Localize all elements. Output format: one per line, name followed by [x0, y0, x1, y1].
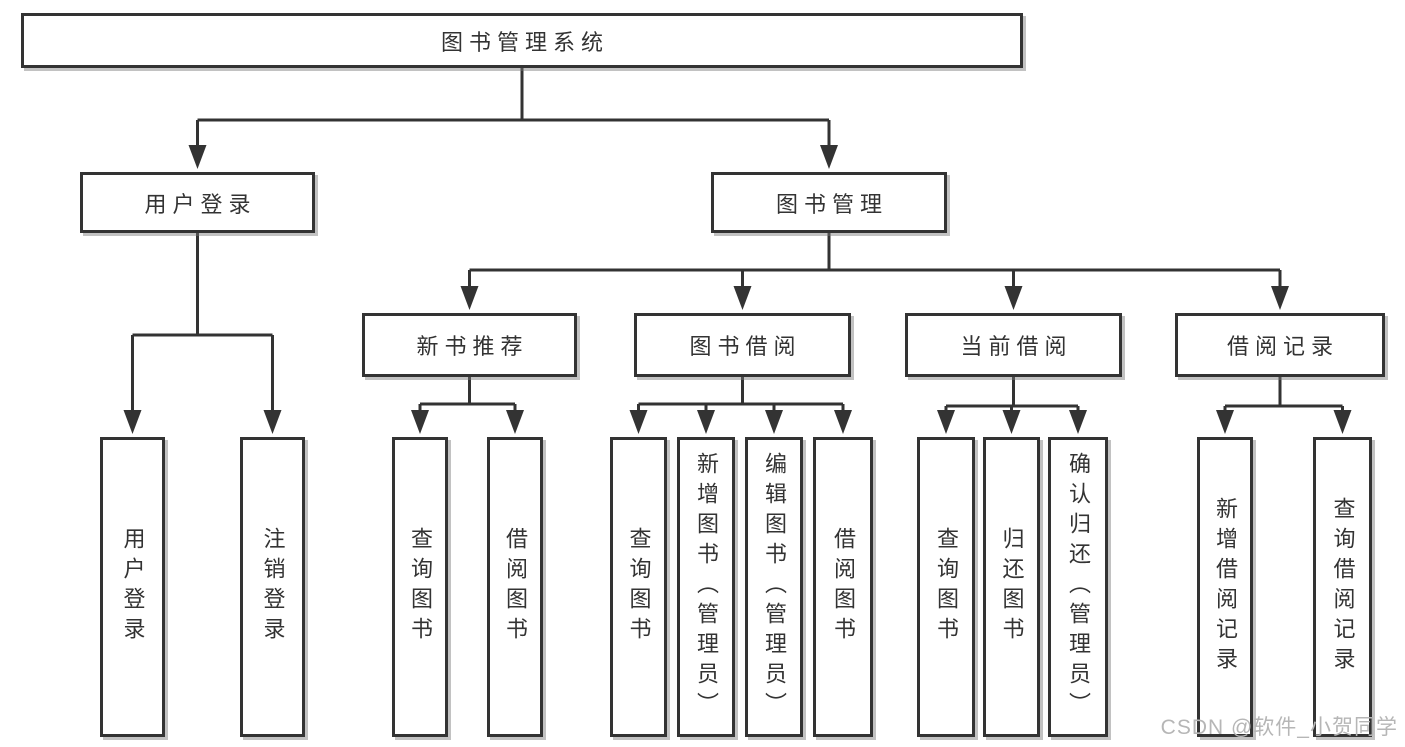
- node-recommend-borrow-book: 借阅图书: [487, 437, 543, 737]
- node-borrow-query-book: 查询图书: [610, 437, 667, 737]
- node-recommend-query-book: 查询图书: [392, 437, 448, 737]
- node-confirm-return-admin: 确认归还（管理员）: [1048, 437, 1108, 737]
- node-user-login-group: 用户登录: [80, 172, 315, 233]
- node-logout: 注销登录: [240, 437, 305, 737]
- node-label: 借阅记录: [1226, 334, 1339, 359]
- node-label: 新书推荐: [416, 334, 529, 359]
- node-edit-book-admin: 编辑图书（管理员）: [745, 437, 803, 737]
- node-label: 归还图书: [999, 527, 1025, 647]
- node-add-book-admin: 新增图书（管理员）: [677, 437, 735, 737]
- node-borrow-borrow-book: 借阅图书: [813, 437, 873, 737]
- node-label: 新增借阅记录: [1213, 497, 1238, 677]
- node-label: 查询图书: [626, 527, 652, 647]
- node-label: 查询图书: [934, 527, 959, 647]
- node-library-management-system: 图书管理系统: [21, 13, 1023, 68]
- node-label: 借阅图书: [503, 527, 528, 647]
- node-label: 注销登录: [260, 527, 286, 647]
- node-label: 图书管理系统: [440, 29, 609, 55]
- node-book-management: 图书管理: [711, 172, 947, 233]
- node-label: 查询图书: [408, 527, 433, 647]
- node-label: 用户登录: [144, 191, 257, 217]
- node-label: 当前借阅: [960, 334, 1073, 359]
- node-book-borrow: 图书借阅: [634, 313, 851, 377]
- node-current-query-book: 查询图书: [917, 437, 975, 737]
- node-borrow-records: 借阅记录: [1175, 313, 1385, 377]
- node-label: 借阅图书: [831, 527, 856, 647]
- node-label: 图书管理: [775, 191, 888, 217]
- node-new-book-recommend: 新书推荐: [362, 313, 577, 377]
- csdn-watermark: CSDN @软件_小贺同学: [1160, 716, 1398, 739]
- node-label: 图书借阅: [689, 334, 802, 359]
- node-label: 编辑图书（管理员）: [762, 452, 787, 722]
- node-return-book: 归还图书: [983, 437, 1040, 737]
- node-add-borrow-record: 新增借阅记录: [1197, 437, 1253, 737]
- node-user-login: 用户登录: [100, 437, 165, 737]
- node-query-borrow-record: 查询借阅记录: [1313, 437, 1372, 737]
- node-label: 查询借阅记录: [1330, 497, 1356, 677]
- node-current-borrow: 当前借阅: [905, 313, 1122, 377]
- node-label: 新增图书（管理员）: [694, 452, 719, 722]
- node-label: 确认归还（管理员）: [1066, 452, 1091, 722]
- node-label: 用户登录: [120, 527, 146, 647]
